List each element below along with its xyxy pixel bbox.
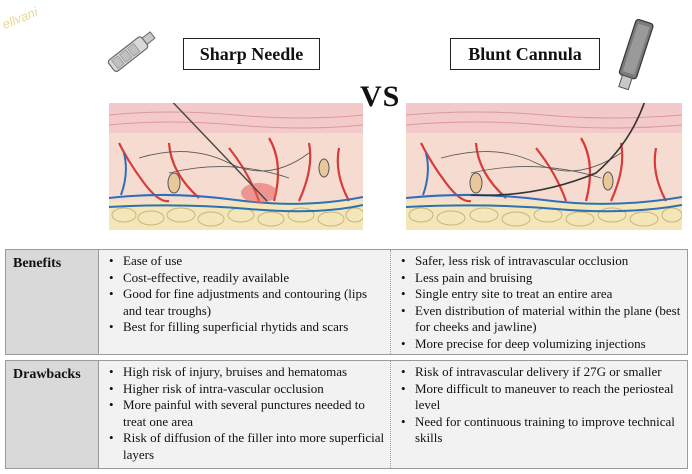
- blunt-cannula-skin-diagram: [406, 103, 682, 230]
- list-item: Even distribution of material within the…: [397, 303, 683, 336]
- list-item: High risk of injury, bruises and hematom…: [105, 364, 386, 381]
- list-item: Need for continuous training to improve …: [397, 414, 683, 447]
- list-item: Less pain and bruising: [397, 270, 683, 287]
- sharp-needle-drawbacks: High risk of injury, bruises and hematom…: [99, 361, 391, 468]
- list-item: Safer, less risk of intravascular occlus…: [397, 253, 683, 270]
- list-item: Risk of diffusion of the filler into mor…: [105, 430, 386, 463]
- sharp-needle-skin-diagram: [109, 103, 363, 230]
- benefits-table: Benefits Ease of use Cost-effective, rea…: [5, 249, 688, 355]
- sharp-needle-benefits: Ease of use Cost-effective, readily avai…: [99, 250, 391, 354]
- list-item: Cost-effective, readily available: [105, 270, 386, 287]
- blunt-cannula-syringe-icon: [618, 18, 654, 91]
- drawbacks-label: Drawbacks: [6, 361, 99, 468]
- sharp-needle-title: Sharp Needle: [183, 38, 320, 70]
- list-item: Single entry site to treat an entire are…: [397, 286, 683, 303]
- list-item: Higher risk of intra-vascular occlusion: [105, 381, 386, 398]
- list-item: More precise for deep volumizing injecti…: [397, 336, 683, 353]
- list-item: Ease of use: [105, 253, 386, 270]
- sharp-needle-syringe-icon: [107, 31, 156, 72]
- watermark: ellvani: [0, 4, 40, 32]
- list-item: Best for filling superficial rhytids and…: [105, 319, 386, 336]
- versus-label: VS: [360, 80, 401, 113]
- blunt-cannula-title: Blunt Cannula: [450, 38, 600, 70]
- list-item: More painful with several punctures need…: [105, 397, 386, 430]
- blunt-cannula-drawbacks: Risk of intravascular delivery if 27G or…: [391, 361, 687, 468]
- benefits-label: Benefits: [6, 250, 99, 354]
- blunt-cannula-benefits: Safer, less risk of intravascular occlus…: [391, 250, 687, 354]
- drawbacks-table: Drawbacks High risk of injury, bruises a…: [5, 360, 688, 469]
- list-item: More difficult to maneuver to reach the …: [397, 381, 683, 414]
- list-item: Good for fine adjustments and contouring…: [105, 286, 386, 319]
- list-item: Risk of intravascular delivery if 27G or…: [397, 364, 683, 381]
